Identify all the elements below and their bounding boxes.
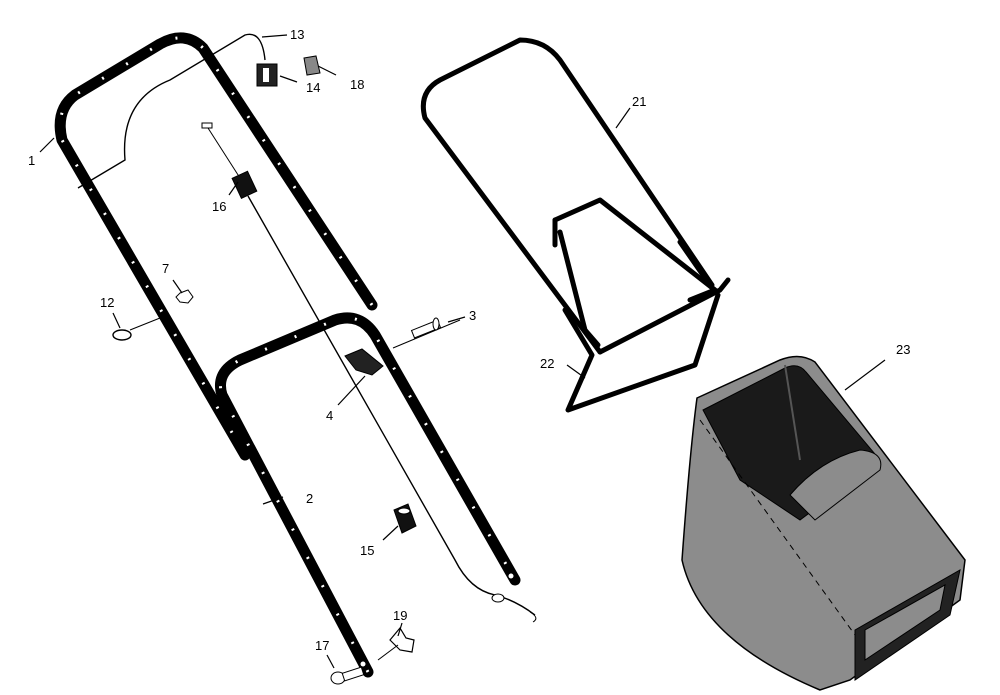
nut <box>175 289 194 304</box>
callout-18: 18 <box>350 77 364 92</box>
callout-19: 19 <box>393 608 407 623</box>
callout-16: 16 <box>212 199 226 214</box>
callout-17: 17 <box>315 638 329 653</box>
leader-lines <box>39 34 886 669</box>
bag-frame <box>420 37 731 355</box>
lower-frame <box>557 229 721 413</box>
callout-23: 23 <box>896 342 910 357</box>
knob <box>344 348 384 376</box>
grass-bag <box>681 355 966 691</box>
control-cable <box>201 122 537 623</box>
callouts: 1 2 3 4 7 12 13 14 15 16 17 18 19 21 22 … <box>28 27 910 653</box>
lower-handle <box>215 312 521 678</box>
callout-3: 3 <box>469 308 476 323</box>
callout-21: 21 <box>632 94 646 109</box>
callout-12: 12 <box>100 295 114 310</box>
carriage-bolt <box>330 666 365 685</box>
upper-handle <box>54 32 378 461</box>
callout-2: 2 <box>306 491 313 506</box>
callout-4: 4 <box>326 408 333 423</box>
upper-cable <box>77 33 266 189</box>
callout-13: 13 <box>290 27 304 42</box>
eye-bolt <box>112 317 161 341</box>
callout-7: 7 <box>162 261 169 276</box>
wing-nut <box>377 626 415 661</box>
callout-14: 14 <box>306 80 320 95</box>
callout-22: 22 <box>540 356 554 371</box>
pad <box>303 55 321 76</box>
callout-1: 1 <box>28 153 35 168</box>
cable-tie <box>393 503 417 534</box>
callout-15: 15 <box>360 543 374 558</box>
cable-clip <box>256 63 278 87</box>
bolt <box>392 317 461 349</box>
